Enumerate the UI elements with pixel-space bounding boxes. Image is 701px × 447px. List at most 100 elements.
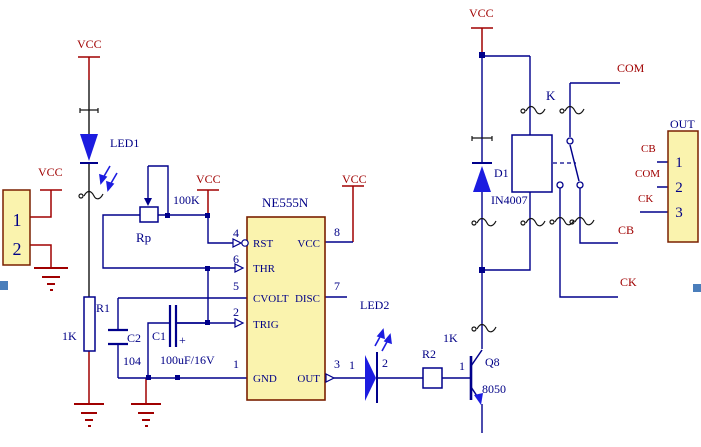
vcc-bar-555 — [342, 185, 364, 242]
output-connector[interactable]: 1 2 3 — [667, 130, 699, 243]
input-pin2-number: 2 — [13, 239, 22, 259]
ground-symbol-input — [34, 267, 68, 291]
c1-label: C1 — [152, 329, 166, 343]
capacitor-c1[interactable] — [168, 305, 178, 347]
vcc-label-led1: VCC — [77, 37, 102, 51]
input-pin1-number: 1 — [13, 210, 22, 230]
pin-num-6: 6 — [233, 252, 239, 266]
led1-triangle — [80, 134, 98, 161]
wire-relay-driver — [481, 55, 620, 433]
junction-dots — [146, 52, 485, 380]
pin-symbols — [232, 238, 336, 383]
rp-value: 100K — [173, 193, 200, 207]
q8-emitter-arrow — [474, 393, 483, 405]
potentiometer-rp[interactable] — [139, 198, 159, 223]
net-com-label: COM — [617, 61, 645, 75]
pin-name-trig: TRIG — [253, 319, 279, 331]
crossbar-tick — [79, 108, 493, 141]
out-pin2-number: 2 — [675, 180, 683, 196]
vcc-bar-input — [30, 189, 62, 218]
resistor-r2[interactable] — [422, 367, 443, 389]
rp-label: Rp — [136, 230, 151, 245]
led2[interactable] — [365, 328, 392, 403]
out-net-ck: CK — [638, 193, 653, 205]
wire-out-stubs — [640, 161, 668, 213]
signal-wiring — [102, 55, 668, 433]
out-net-com: COM — [635, 168, 660, 180]
vcc-bar-rp — [197, 189, 219, 216]
c2-label: C2 — [127, 331, 141, 345]
led2-label: LED2 — [360, 298, 389, 312]
pin-num-5: 5 — [233, 279, 239, 293]
led2-pin2: 2 — [382, 356, 388, 370]
relay-arm — [569, 144, 580, 182]
q8-collector — [470, 349, 483, 367]
gnd-wire-input — [30, 244, 52, 268]
r1-value: 1K — [62, 329, 77, 343]
led1-emission-arrows — [99, 165, 118, 192]
trig-triangle — [234, 318, 245, 328]
led1[interactable] — [80, 134, 118, 192]
net-ck-label: CK — [620, 275, 637, 289]
out-pin3-number: 3 — [675, 205, 683, 221]
pin-name-thr: THR — [253, 263, 276, 275]
ground-symbol-r1 — [74, 403, 104, 427]
power-wiring — [30, 27, 493, 404]
d1-value: IN4007 — [491, 193, 528, 207]
pin-name-cvolt: CVOLT — [253, 293, 289, 305]
wire-cap-rail — [117, 298, 247, 379]
input-connector[interactable]: 1 2 — [2, 189, 31, 266]
relay-label: K — [546, 88, 556, 103]
relay-coil — [511, 134, 553, 193]
pin-num-4: 4 — [233, 226, 239, 240]
chip-title: NE555N — [262, 195, 309, 210]
thr-triangle — [234, 263, 245, 273]
pin-name-out: OUT — [297, 373, 320, 385]
out-net-cb: CB — [641, 143, 656, 155]
led2-emission-arrows — [374, 328, 392, 352]
capacitor-c2[interactable] — [108, 328, 128, 346]
labels: VCC VCC VCC VCC VCC LED1 R1 1K Rp 100K C… — [38, 6, 695, 396]
resistor-r1[interactable] — [83, 296, 96, 352]
d1-diode[interactable] — [472, 162, 492, 192]
vcc-bar-led1 — [78, 56, 100, 80]
wire-rp-network — [102, 165, 247, 324]
c2-value: 104 — [123, 354, 141, 368]
led2-pin1: 1 — [349, 358, 355, 372]
vcc-label-input: VCC — [38, 165, 63, 179]
out-triangle — [325, 373, 336, 383]
rst-triangle — [232, 238, 243, 248]
net-cb-label: CB — [618, 223, 634, 237]
c1-value: 100uF/16V — [160, 353, 215, 367]
led2-triangle — [365, 355, 376, 401]
relay-contacts — [556, 137, 584, 189]
rst-bubble — [241, 239, 249, 247]
pin-num-7: 7 — [334, 279, 340, 293]
ground-symbol-rail — [131, 403, 161, 427]
r2-value: 1K — [443, 331, 458, 345]
r2-label: R2 — [422, 347, 436, 361]
c1-plus: + — [179, 333, 186, 347]
relay-k[interactable] — [511, 134, 584, 193]
selection-handle-right[interactable] — [693, 284, 701, 292]
d1-label: D1 — [494, 166, 509, 180]
q8-label: Q8 — [485, 355, 500, 369]
pin-name-disc: DISC — [295, 293, 320, 305]
out-title: OUT — [670, 117, 695, 131]
pin-name-rst: RST — [253, 238, 273, 250]
vcc-bar-relay — [471, 27, 493, 56]
selection-handle-left[interactable] — [0, 281, 8, 290]
vcc-label-relay: VCC — [469, 6, 494, 20]
ne555-chip[interactable]: NE555N RST THR CVOLT TRIG GND VCC DISC O… — [232, 195, 340, 401]
pin-num-8: 8 — [334, 225, 340, 239]
pin-name-vcc: VCC — [297, 238, 320, 250]
rp-wiper-arrow — [144, 198, 152, 206]
r2-pin: 1 — [459, 359, 465, 373]
q8-transistor[interactable] — [469, 349, 483, 405]
wire-tick-markers — [78, 105, 595, 333]
pin-num-1: 1 — [233, 357, 239, 371]
wire-chip-right — [325, 241, 471, 379]
pin-name-gnd: GND — [253, 373, 277, 385]
squiggle-tick — [78, 105, 595, 333]
